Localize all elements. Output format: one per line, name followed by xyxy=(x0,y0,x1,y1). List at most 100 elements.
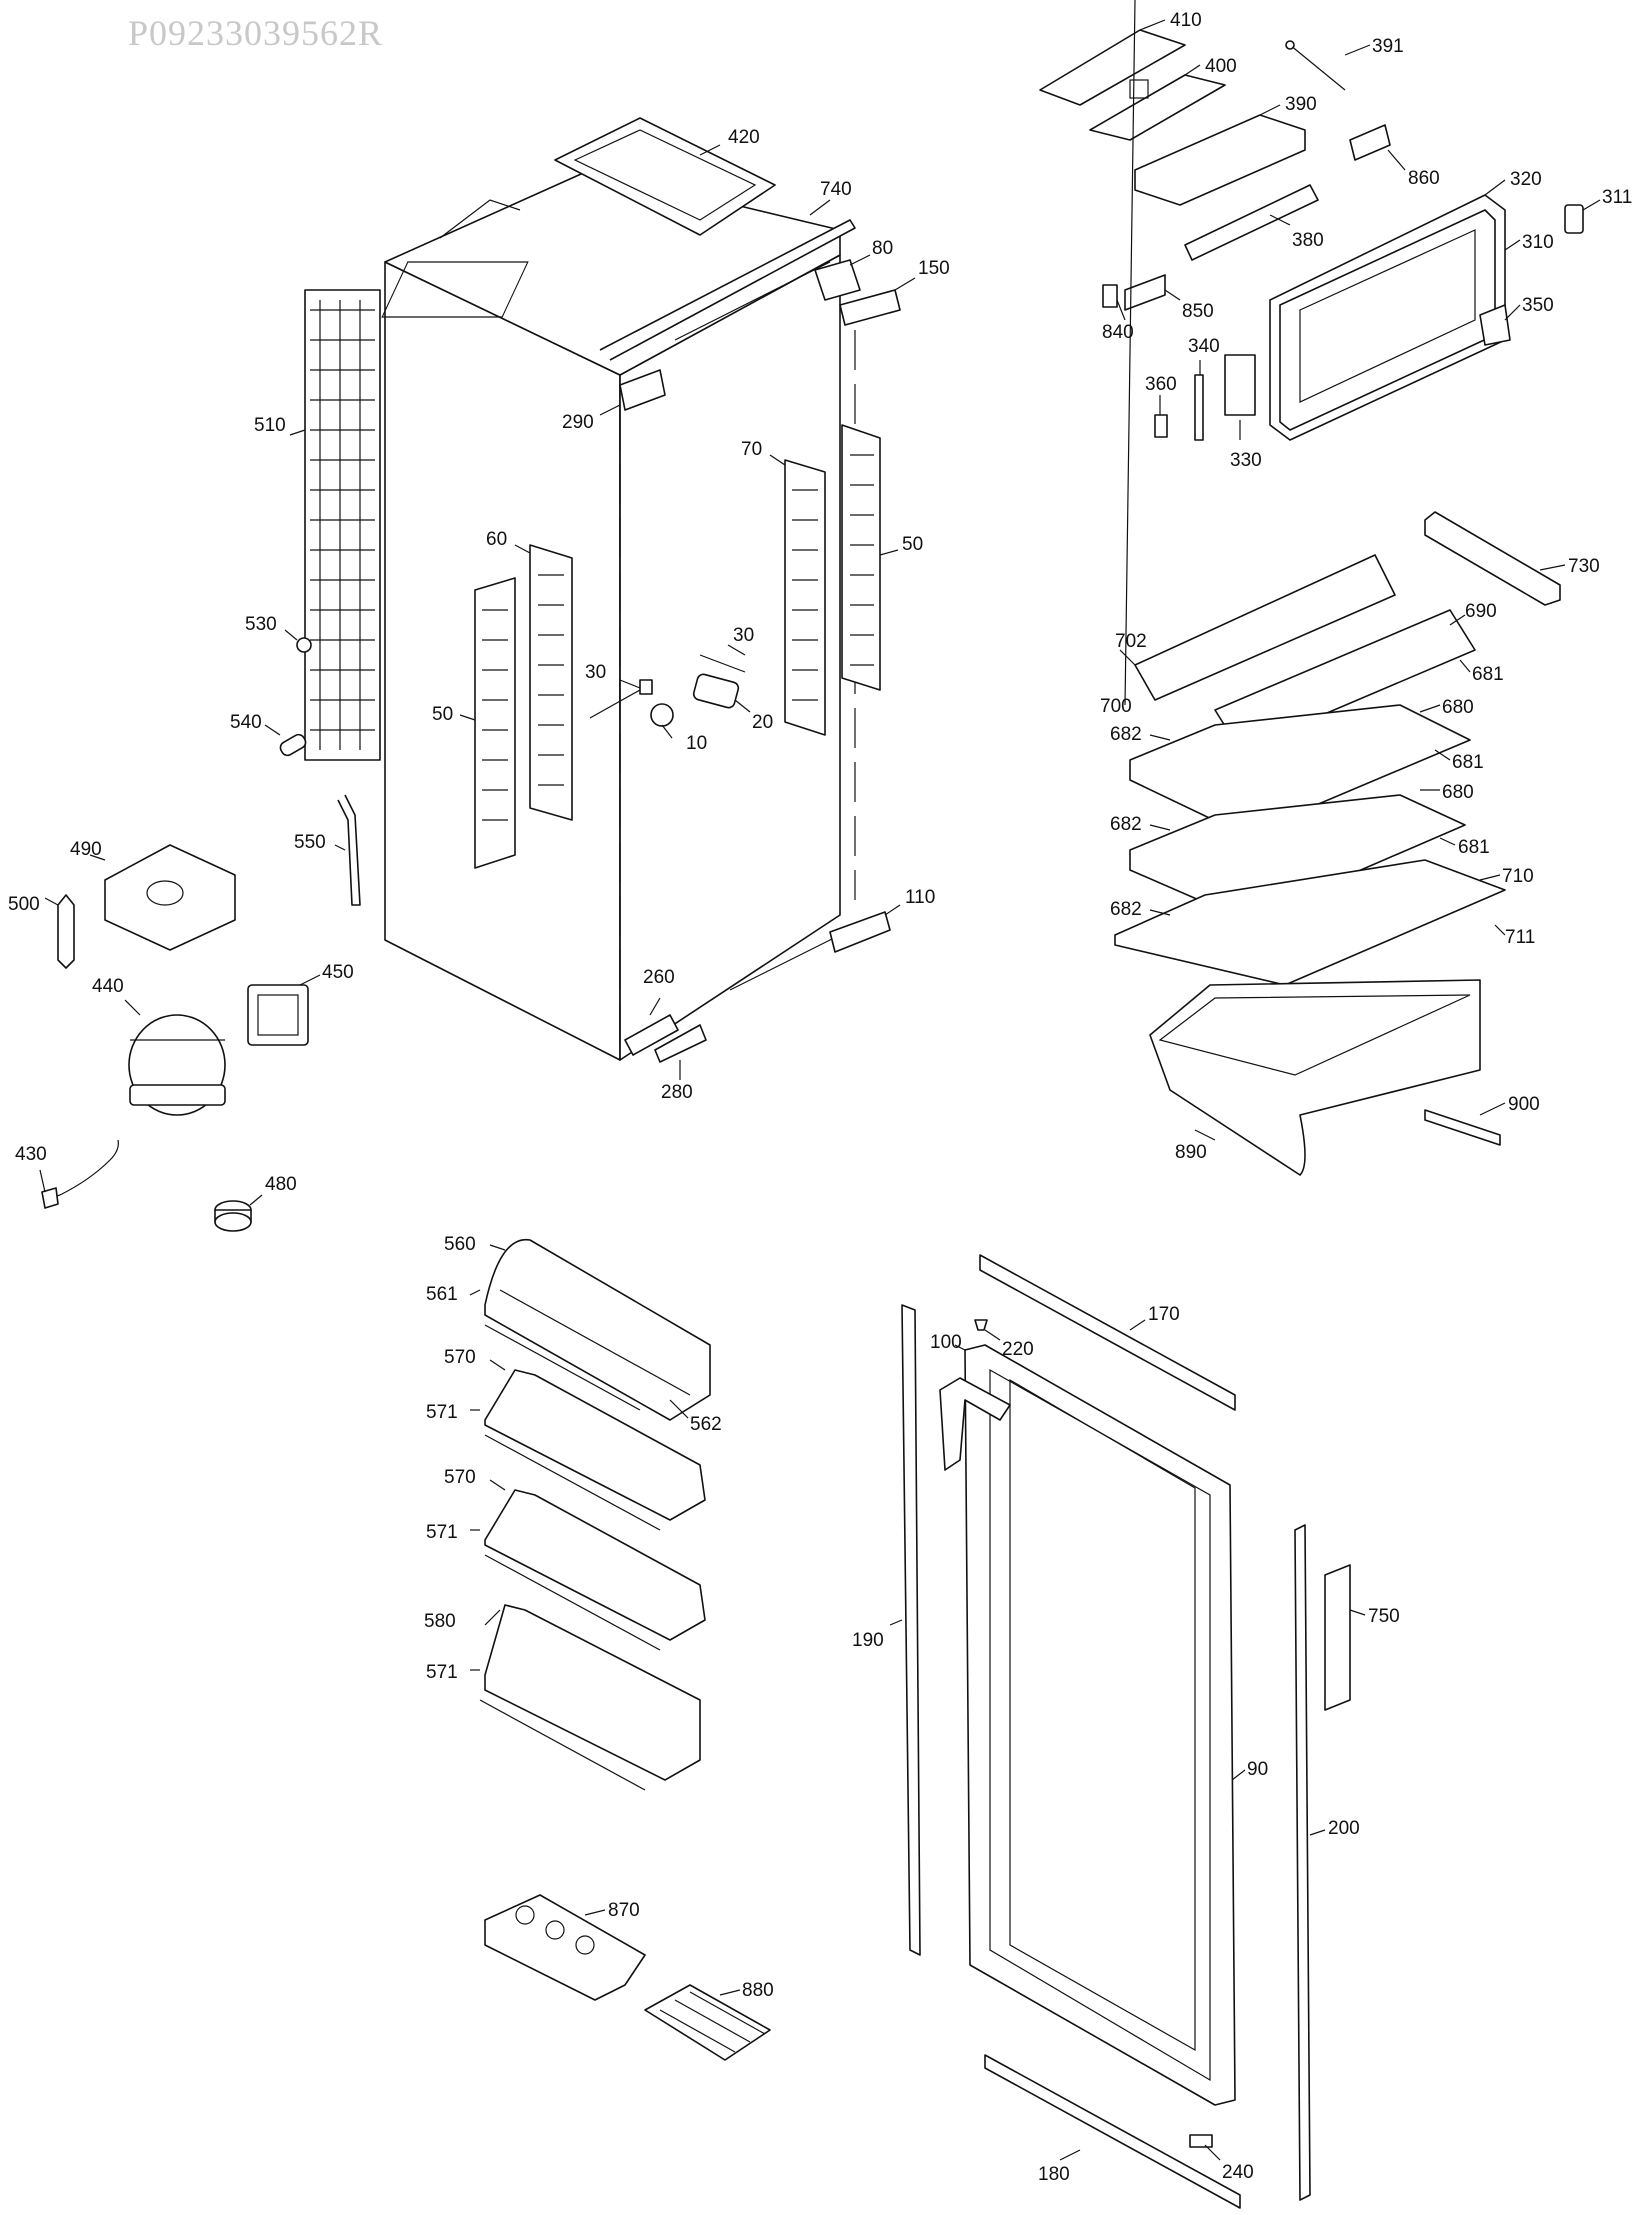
part-80-hinge xyxy=(814,259,861,301)
part-410-cover xyxy=(1039,29,1186,106)
part-390-housing xyxy=(1134,114,1306,206)
callout-290: 290 xyxy=(562,412,594,433)
callout-20: 20 xyxy=(752,712,773,733)
callout-571-a: 571 xyxy=(426,1402,458,1423)
part-530-grommet xyxy=(296,637,312,653)
callout-710: 710 xyxy=(1502,866,1534,887)
callout-681-b: 681 xyxy=(1452,752,1484,773)
part-100-hinge-block xyxy=(939,1377,1011,1471)
callout-571-c: 571 xyxy=(426,1662,458,1683)
callout-410: 410 xyxy=(1170,10,1202,31)
part-150-hinge xyxy=(839,289,901,326)
part-860-bracket xyxy=(1349,124,1391,161)
callout-500: 500 xyxy=(8,894,40,915)
part-840-latch xyxy=(1102,284,1118,308)
callout-380: 380 xyxy=(1292,230,1324,251)
callout-220: 220 xyxy=(1002,1339,1034,1360)
callout-190: 190 xyxy=(852,1630,884,1651)
callout-510: 510 xyxy=(254,415,286,436)
callout-440: 440 xyxy=(92,976,124,997)
callout-682-b: 682 xyxy=(1110,814,1142,835)
part-560-dairy-bin xyxy=(484,1238,711,1421)
part-30-screw-b xyxy=(699,654,746,673)
part-500-pin xyxy=(57,894,75,969)
part-10-knob xyxy=(650,703,674,727)
part-480-foot xyxy=(214,1200,252,1232)
callout-30-right: 30 xyxy=(733,625,754,646)
part-391-sensor xyxy=(1285,40,1346,91)
callout-870: 870 xyxy=(608,1900,640,1921)
callout-labels: 410 391 400 390 860 320 311 310 380 850 … xyxy=(8,10,1632,2185)
part-330-cover xyxy=(1224,354,1256,416)
part-380-panel xyxy=(1184,184,1319,261)
part-450-relay xyxy=(247,984,309,1046)
callout-60: 60 xyxy=(486,529,507,550)
callout-70: 70 xyxy=(741,439,762,460)
drawing-code: P09233039562R xyxy=(128,13,384,53)
part-30-screw-a xyxy=(589,679,653,719)
part-440-compressor xyxy=(128,1014,226,1116)
callout-280: 280 xyxy=(661,1082,693,1103)
part-240-stop xyxy=(1189,2134,1213,2148)
callout-680-a: 680 xyxy=(1442,697,1474,718)
callout-570-a: 570 xyxy=(444,1347,476,1368)
callout-170: 170 xyxy=(1148,1304,1180,1325)
callout-391: 391 xyxy=(1372,36,1404,57)
part-900-rail xyxy=(1424,1109,1501,1146)
callout-850: 850 xyxy=(1182,301,1214,322)
part-430-power-cord xyxy=(41,1139,119,1209)
callout-700: 700 xyxy=(1100,696,1132,717)
part-710-shelf xyxy=(1114,859,1506,986)
part-870-egg-tray xyxy=(484,1894,646,2001)
callout-740: 740 xyxy=(820,179,852,200)
part-850-flap xyxy=(1124,274,1166,311)
part-311-clip xyxy=(1564,204,1584,234)
callout-180: 180 xyxy=(1038,2164,1070,2185)
callout-420: 420 xyxy=(728,127,760,148)
callout-561: 561 xyxy=(426,1284,458,1305)
callout-571-b: 571 xyxy=(426,1522,458,1543)
part-680-shelf-b xyxy=(1129,794,1466,921)
callout-711: 711 xyxy=(1505,927,1535,948)
callout-350: 350 xyxy=(1522,295,1554,316)
callout-580: 580 xyxy=(424,1611,456,1632)
part-570-shelf-b xyxy=(484,1489,706,1641)
callout-340: 340 xyxy=(1188,336,1220,357)
callout-110: 110 xyxy=(905,887,935,908)
callout-681-a: 681 xyxy=(1472,664,1504,685)
part-110-hinge xyxy=(829,911,891,953)
callout-840: 840 xyxy=(1102,322,1134,343)
callout-530: 530 xyxy=(245,614,277,635)
part-50-rail-left xyxy=(474,577,516,869)
callout-450: 450 xyxy=(322,962,354,983)
callout-682-a: 682 xyxy=(1110,724,1142,745)
callout-490: 490 xyxy=(70,839,102,860)
callout-400: 400 xyxy=(1205,56,1237,77)
callout-750: 750 xyxy=(1368,1606,1400,1627)
part-550-pipe xyxy=(337,794,361,906)
part-750-plate xyxy=(1324,1564,1351,1711)
part-350-hinge xyxy=(1479,304,1511,346)
part-510-condenser xyxy=(304,289,381,761)
part-20-housing xyxy=(692,673,740,709)
part-571-strips xyxy=(479,1324,661,1791)
callout-310: 310 xyxy=(1522,232,1554,253)
callout-100: 100 xyxy=(930,1332,962,1353)
part-400-board xyxy=(1089,74,1226,141)
callout-560: 560 xyxy=(444,1234,476,1255)
callout-570-b: 570 xyxy=(444,1467,476,1488)
part-50-rail-right xyxy=(841,424,881,691)
callout-860: 860 xyxy=(1408,168,1440,189)
callout-680-b: 680 xyxy=(1442,782,1474,803)
part-170-top-rail xyxy=(979,1254,1236,1411)
callout-550: 550 xyxy=(294,832,326,853)
part-280-pin xyxy=(654,1024,707,1063)
callout-240: 240 xyxy=(1222,2162,1254,2183)
part-880-ice-tray xyxy=(644,1984,771,2061)
callout-260: 260 xyxy=(643,967,675,988)
callout-702: 702 xyxy=(1115,631,1147,652)
part-700-shelf xyxy=(1134,554,1396,701)
part-730-bar xyxy=(1424,511,1561,606)
part-420-top-panel xyxy=(554,117,776,236)
